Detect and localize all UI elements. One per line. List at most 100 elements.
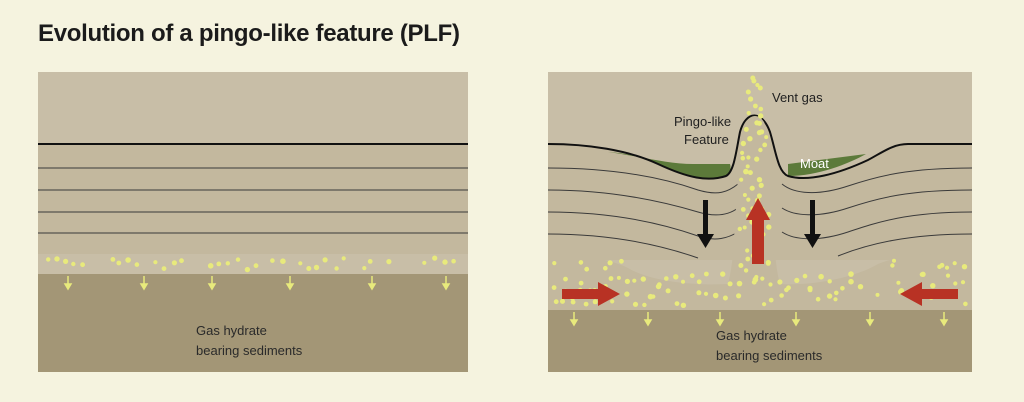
- gas-bubble: [422, 260, 427, 265]
- gas-bubble: [747, 136, 753, 142]
- gas-bubble: [696, 290, 702, 296]
- gas-bubble: [766, 224, 772, 230]
- gas-bubble: [745, 164, 750, 169]
- gas-bubble: [748, 96, 754, 102]
- gas-bubble: [737, 226, 742, 232]
- gas-bubble: [826, 293, 833, 299]
- gas-bubble: [753, 103, 758, 109]
- gas-bubble: [745, 248, 750, 253]
- gas-bubble: [764, 135, 769, 140]
- gas-bubble: [46, 257, 51, 262]
- gas-bubble: [756, 177, 763, 183]
- yellow-arrow-head: [865, 319, 875, 327]
- gas-bubble: [758, 113, 764, 119]
- gas-bubble: [759, 129, 765, 135]
- yellow-arrow-head: [569, 319, 579, 327]
- gas-bubble: [747, 170, 753, 176]
- gas-bubble: [298, 261, 303, 266]
- gas-bubble: [681, 279, 685, 284]
- pingo-label-line2: Feature: [684, 132, 729, 147]
- right-panel: Vent gas Pingo-like Feature Moat Gas hyd…: [548, 72, 972, 372]
- gas-bubble: [757, 85, 763, 91]
- pingo-label-line1: Pingo-like: [674, 114, 731, 129]
- gas-bubble: [740, 150, 745, 155]
- gas-bubble: [875, 292, 880, 297]
- red-arrow-icon: [746, 198, 770, 264]
- gas-bubble: [632, 301, 639, 307]
- right-sediment-label-line1: Gas hydrate: [716, 328, 787, 343]
- gas-bubble: [779, 293, 784, 298]
- right-seafloor-line: [548, 114, 972, 180]
- yellow-arrow-head: [63, 283, 73, 291]
- gas-bubble: [632, 278, 637, 283]
- gas-bubble: [624, 278, 630, 284]
- gas-bubble: [216, 261, 222, 267]
- gas-bubble: [743, 126, 749, 132]
- gas-bubble: [807, 287, 813, 293]
- gas-bubble: [960, 280, 966, 285]
- gas-bubble: [583, 301, 589, 307]
- gas-bubble: [570, 299, 576, 305]
- yellow-arrow-head: [139, 283, 149, 291]
- gas-bubble: [745, 89, 751, 95]
- gas-bubble: [712, 292, 719, 299]
- gas-bubble: [442, 259, 448, 265]
- yellow-arrow-head: [791, 319, 801, 327]
- gas-bubble: [253, 263, 259, 269]
- gas-bubble: [640, 276, 646, 282]
- gas-bubble: [280, 258, 286, 264]
- gas-bubble: [578, 260, 584, 265]
- gas-bubble: [610, 299, 615, 304]
- gas-bubble: [784, 287, 789, 293]
- yellow-arrow-head: [367, 283, 377, 291]
- gas-bubble: [758, 147, 763, 153]
- gas-bubble: [432, 255, 438, 261]
- left-water-column: [38, 72, 468, 144]
- right-gas-arrows: [569, 312, 949, 327]
- gas-bubble: [334, 266, 339, 271]
- gas-bubble: [762, 142, 768, 148]
- left-stratigraphy-lines: [38, 167, 468, 234]
- gas-bubble: [892, 258, 896, 263]
- gas-bubble: [777, 279, 783, 285]
- gas-bubble: [619, 258, 624, 264]
- gas-bubble: [827, 279, 832, 284]
- gas-bubble: [742, 225, 747, 230]
- gas-bubble: [607, 260, 613, 266]
- moat: [608, 152, 866, 179]
- gas-bubble: [134, 262, 140, 267]
- gas-bubble: [161, 266, 167, 271]
- left-sediment-label-line1: Gas hydrate: [196, 323, 267, 338]
- yellow-arrow-head: [441, 283, 451, 291]
- gas-bubble: [689, 273, 695, 279]
- left-gas-zone: [38, 254, 468, 274]
- gas-bubble: [739, 177, 744, 182]
- gas-bubble: [642, 302, 647, 308]
- gas-bubble: [703, 291, 709, 296]
- left-hydrate-sediments: [38, 274, 468, 372]
- gas-bubble: [608, 276, 614, 281]
- gas-bubble: [664, 276, 669, 281]
- gas-bubble: [815, 296, 821, 302]
- gas-bubble: [552, 261, 557, 266]
- gas-bubble: [270, 258, 275, 263]
- right-sediment-label-line2: bearing sediments: [716, 348, 823, 363]
- gas-bubble: [386, 259, 392, 265]
- gas-bubble: [736, 293, 742, 299]
- left-panel: Gas hydrate bearing sediments: [38, 72, 468, 372]
- gas-bubble: [743, 168, 749, 175]
- gas-bubble: [553, 299, 559, 305]
- gas-bubble: [560, 298, 565, 304]
- left-sediment-label-line2: bearing sediments: [196, 343, 303, 358]
- gas-bubble: [745, 256, 751, 262]
- gas-bubble: [944, 265, 950, 270]
- figure-title: Evolution of a pingo-like feature (PLF): [38, 20, 460, 47]
- gas-bubble: [624, 291, 630, 297]
- left-gas-arrows: [63, 276, 451, 291]
- gas-bubble: [616, 275, 621, 280]
- gas-bubble: [367, 259, 373, 264]
- gas-bubble: [603, 265, 608, 271]
- black-arrow-icon: [804, 200, 821, 248]
- gas-bubble: [755, 82, 760, 88]
- gas-bubble: [71, 261, 76, 267]
